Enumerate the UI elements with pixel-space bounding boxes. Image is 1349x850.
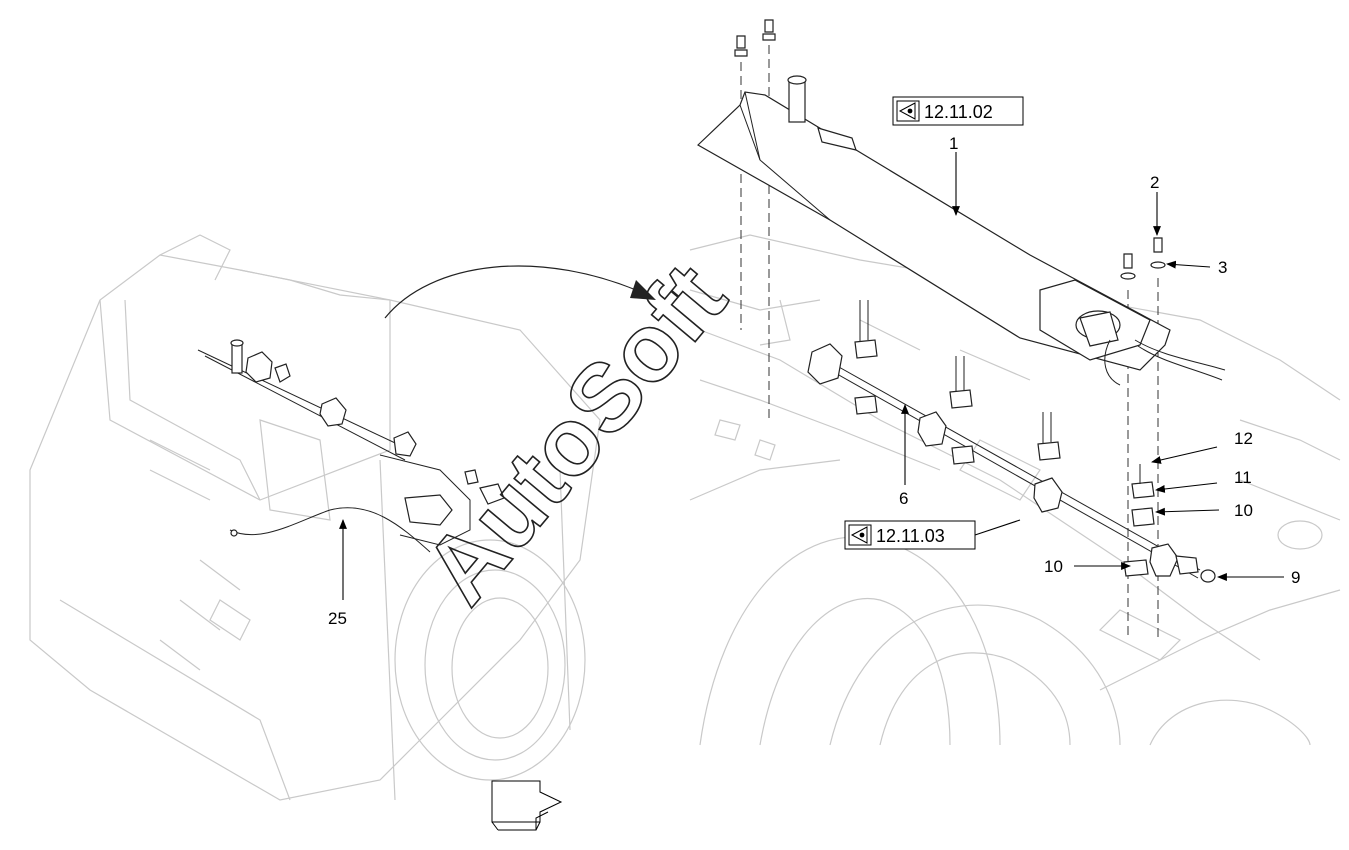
overview-machine [29,234,601,801]
callout-25: 25 [328,609,347,628]
reference-code: 12.11.03 [876,526,945,546]
fuel-tank [697,75,1226,386]
overview-tank-assembly [197,339,505,553]
reference-code: 12.11.02 [924,102,993,122]
reference-box-12-11-03[interactable]: 12.11.03 [844,520,976,550]
callout-10-left: 10 [1044,557,1063,576]
callout-labels: 1 2 3 6 9 10 10 11 12 25 [328,134,1300,628]
forward-arrow-icon[interactable] [491,780,563,831]
eye-view-icon [850,526,868,544]
reference-box-12-11-02[interactable]: 12.11.02 [892,96,1024,126]
leader-lines [339,152,1284,600]
callout-3: 3 [1218,258,1227,277]
eye-view-icon [898,102,916,120]
callout-2: 2 [1150,173,1159,192]
fuel-line-assembly [807,343,1216,583]
callout-1: 1 [949,134,958,153]
clamps-and-bolts [734,19,1166,527]
callout-6: 6 [899,489,908,508]
callout-11: 11 [1234,468,1252,487]
transfer-arrow [384,265,656,319]
callout-9: 9 [1291,568,1300,587]
callout-10-right: 10 [1234,501,1253,520]
callout-12: 12 [1234,429,1253,448]
